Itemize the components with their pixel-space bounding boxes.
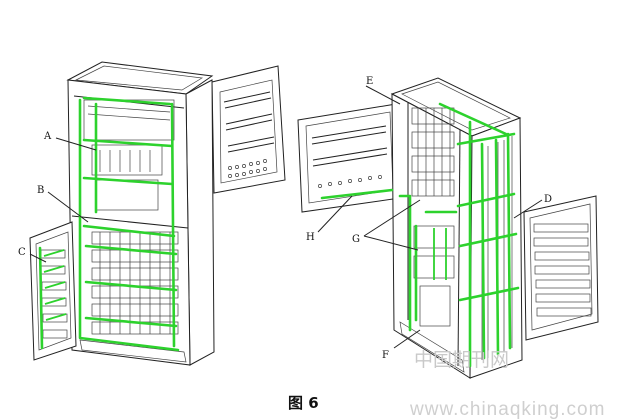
right-cabinet-wiring [320,102,520,368]
left-cabinet-lower-door [29,221,77,361]
left-cabinet [29,61,286,366]
footer-url: www.chinaqking.com [409,399,605,420]
callout-d: D [544,194,552,205]
right-cabinet-upper-door [297,103,401,213]
figure-caption: 图 6 [288,394,319,412]
watermark-text: 中国期刊网 [414,349,509,371]
callout-f: F [382,350,389,361]
right-cabinet-body [390,77,523,379]
callout-e: E [366,76,373,87]
callout-c: C [18,247,26,258]
callout-g: G [352,234,360,245]
callout-b: B [37,185,44,196]
left-cabinet-upper-door [211,65,286,194]
left-cabinet-body [66,61,215,366]
callout-h: H [306,232,315,243]
callout-a: A [43,131,52,142]
right-cabinet-side-door [523,195,599,341]
left-cabinet-wiring [38,96,180,352]
right-cabinet [297,77,599,379]
callout-leaders [29,85,543,349]
